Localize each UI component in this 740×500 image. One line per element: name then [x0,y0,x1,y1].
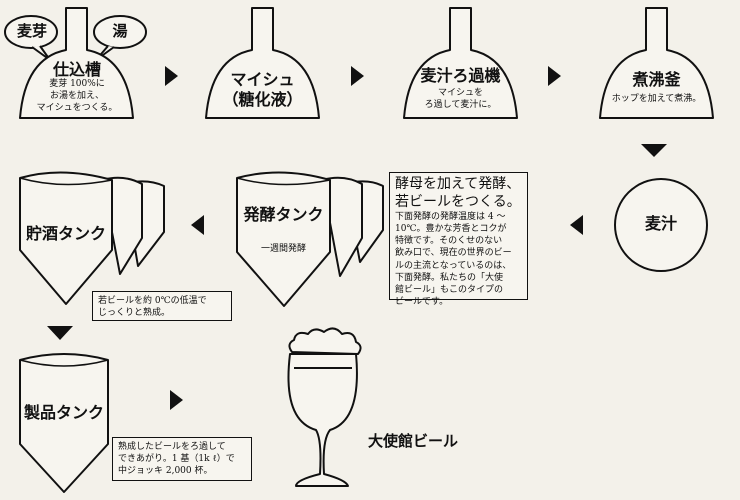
wort-circle [614,178,708,272]
lauter-tun-desc-1: マイシュを [437,88,483,98]
boil-kettle-title: 煮沸釜 [632,70,681,89]
yeast-note-heading-1: 酵母を加えて発酵、 [395,176,521,192]
malt-bubble [4,15,58,49]
maische-title-line2: （糖化液） [222,90,303,109]
fermentation-tank-front [236,171,331,307]
filtration-note-line-2: できあがり。1 基（1k ℓ）で [118,454,235,465]
arrow-right-1 [165,66,178,86]
storage-tank-front [19,171,113,305]
malt-label: 麦芽 [16,22,47,40]
maturation-note-box: 若ビールを約 0℃の低温で じっくりと熟成。 [92,291,232,321]
maische-kettle-shape [205,7,320,119]
mash-tun-shape [19,7,134,119]
mash-tun-desc-1: 麦芽 100%に [49,79,105,89]
filtration-note-box: 熟成したビールをろ過して できあがり。1 基（1k ℓ）で 中ジョッキ 2,00… [112,437,252,481]
arrow-right-3 [548,66,561,86]
yeast-note-line-4: 飲み口で、現在の世界のビー [395,248,512,259]
yeast-note-line-2: 10℃。豊かな芳香とコクが [395,224,507,235]
arrow-right-2 [351,66,364,86]
yeast-note-heading-2: 若ビールをつくる。 [395,193,521,210]
boil-kettle-desc: ホップを加えて煮沸。 [611,94,702,104]
mash-tun-desc-3: マイシュをつくる。 [36,103,118,113]
storage-tank-title: 貯酒タンク [25,224,106,243]
product-tank-title: 製品タンク [23,403,104,422]
boil-kettle-shape [599,7,714,119]
yeast-note-line-7: 館ビール」もこのタイプの [395,284,504,295]
lauter-tun-shape [403,7,518,119]
yeast-note-line-3: 特徴です。そのくせのない [395,236,503,247]
beer-glass-icon [287,327,362,487]
fermentation-tank-title: 発酵タンク [243,205,324,224]
wort-title: 麦汁 [644,214,677,233]
mash-tun-title: 仕込槽 [52,60,101,79]
yeast-note-line-1: 下面発酵の発酵温度は 4 ～ [395,212,506,222]
arrow-down-1 [641,144,667,157]
arrow-left-1 [570,215,583,235]
arrow-right-4 [170,390,183,410]
lauter-tun-title: 麦汁ろ過機 [420,66,501,85]
hot-water-label: 湯 [112,22,128,40]
lauter-tun-desc-2: ろ過して麦汁に。 [424,100,497,110]
filtration-note-line-3: 中ジョッキ 2,000 杯。 [118,466,213,477]
mash-tun-desc-2: お湯を加え、 [49,91,104,101]
maturation-note-line-1: 若ビールを約 0℃の低温で [98,296,207,306]
fermentation-tank-desc: 一週間発酵 [260,244,306,254]
yeast-note-line-8: ビールです。 [395,296,449,307]
yeast-note-line-6: 下面発酵。私たちの「大使 [395,272,504,283]
maturation-note-line-2: じっくりと熟成。 [98,308,171,319]
yeast-note-line-5: ルの主流となっているのは、 [395,260,512,271]
hot-water-bubble [93,15,147,49]
product-tank-shape [19,353,109,493]
yeast-note-box: 酵母を加えて発酵、 若ビールをつくる。 下面発酵の発酵温度は 4 ～ 10℃。豊… [389,172,528,307]
arrow-left-2 [191,215,204,235]
filtration-note-line-1: 熟成したビールをろ過して [118,442,226,452]
arrow-down-2 [47,326,73,340]
final-beer-title: 大使館ビール [367,432,458,450]
maische-title-line1: マイシュ [230,70,295,89]
